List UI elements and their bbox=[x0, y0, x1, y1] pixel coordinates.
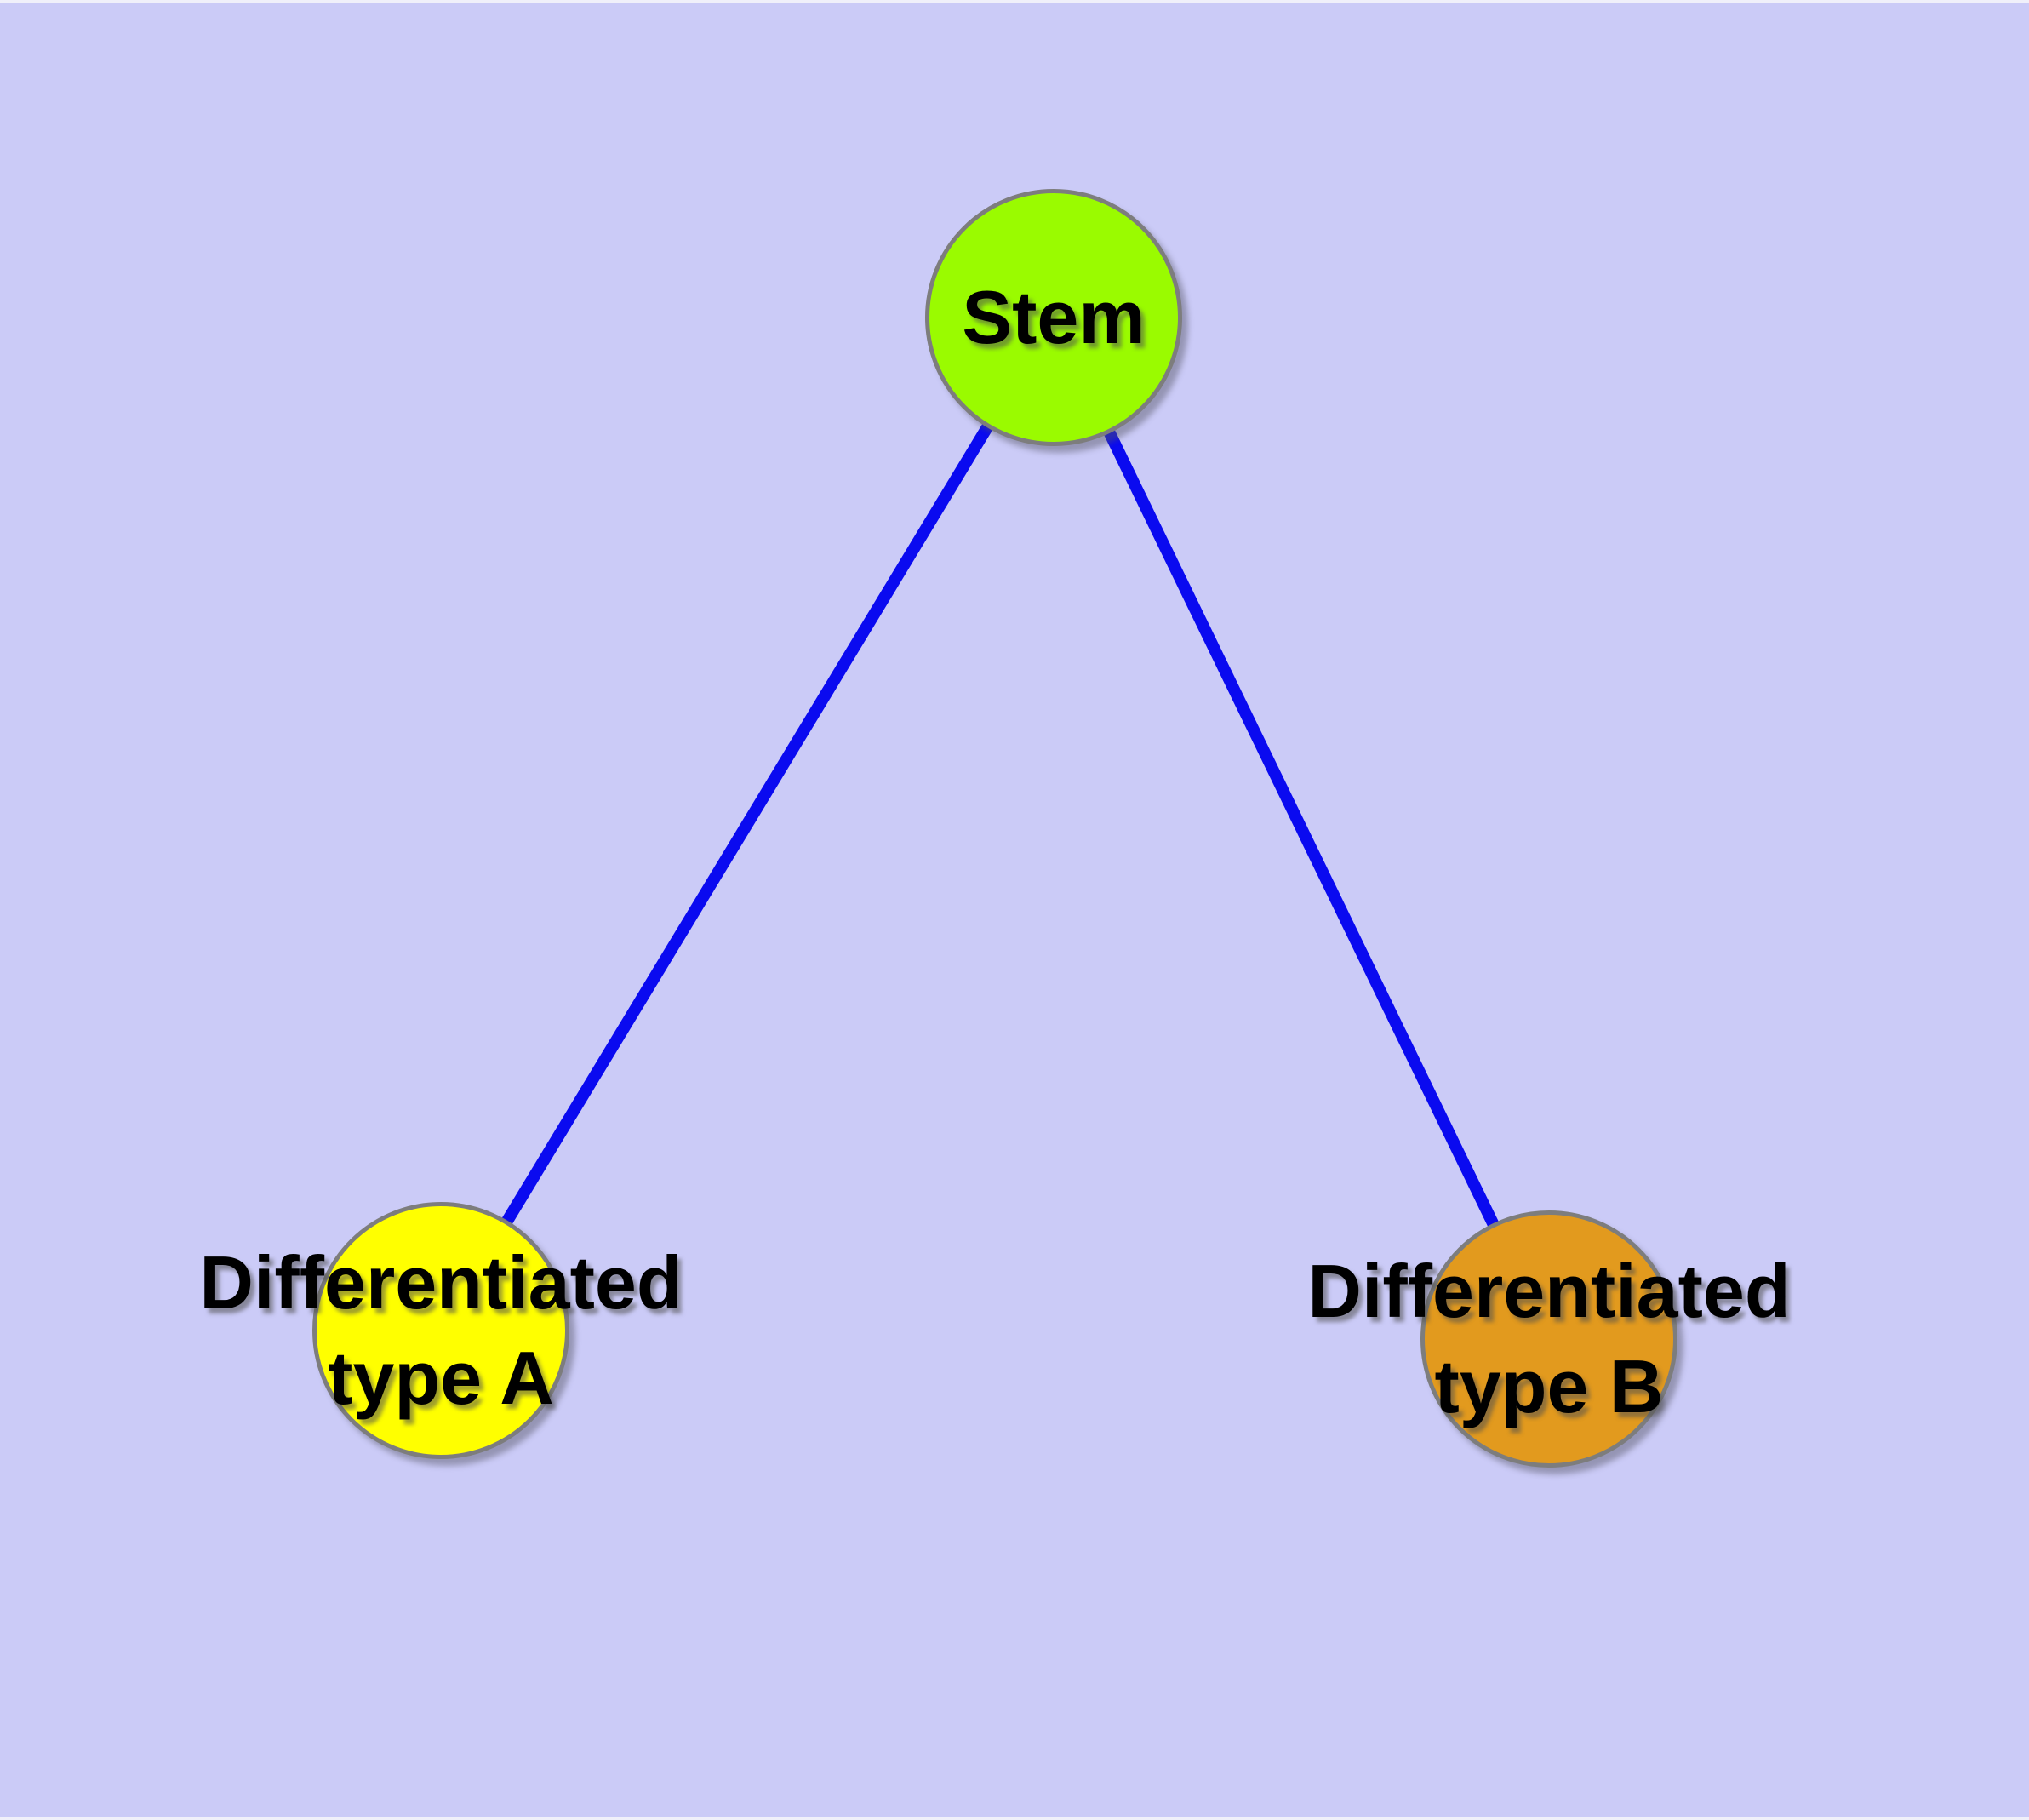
bottom-margin-strip bbox=[0, 1817, 2029, 1820]
node-differentiated-type-b: Differentiated type B bbox=[1307, 1210, 1791, 1468]
node-stem: Stem bbox=[925, 189, 1182, 446]
edge-stem-to-type-a bbox=[436, 314, 1059, 1334]
node-differentiated-type-a: Differentiated type A bbox=[199, 1202, 683, 1459]
node-stem-label: Stem bbox=[962, 275, 1146, 359]
top-margin-strip bbox=[0, 0, 2029, 3]
edge-stem-to-type-b bbox=[1048, 314, 1555, 1342]
